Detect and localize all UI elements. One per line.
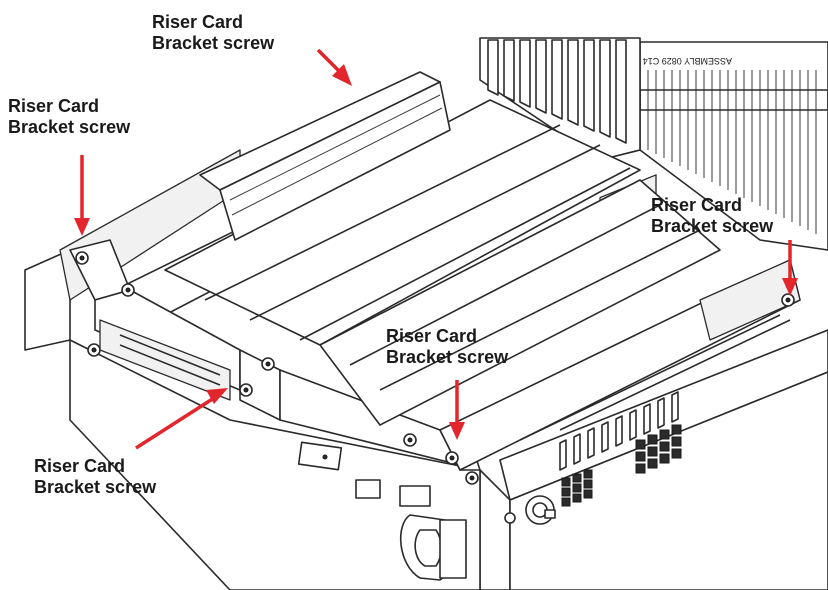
screw-center [125,287,131,293]
screw-center [449,455,455,461]
heatsink: ASSEMBLY 0829 C14 [639,41,828,251]
io-port [635,463,646,474]
screw-center [243,387,249,393]
vent-slot [615,415,623,447]
memory-slot [519,39,531,108]
io-port [583,489,593,499]
memory-slot [487,39,499,96]
io-port [671,424,682,435]
arrow-bottom-left [135,388,228,450]
io-port [635,439,646,450]
screw-center [265,361,271,367]
screw-center [79,255,85,261]
vent-slot [601,421,609,453]
io-port [561,487,571,497]
label-line2: Bracket screw [8,117,131,137]
vent-slot [657,397,665,429]
arrow-top-center [316,48,352,86]
label-bottom-center: Riser Card Bracket screw [386,326,508,368]
label-line1: Riser Card [34,456,126,476]
arrow-right [782,240,798,296]
io-port [583,469,593,479]
vent-slot [643,403,651,435]
label-line2: Bracket screw [386,347,509,367]
io-port [583,479,593,489]
label-line2: Bracket screw [152,33,275,53]
io-port [572,493,582,503]
memory-slot [535,39,547,114]
memory-slot [551,39,563,120]
label-line2: Bracket screw [651,216,774,236]
io-port [647,446,658,457]
label-line1: Riser Card [651,195,743,215]
vent-slot [559,439,567,471]
io-port [659,429,670,440]
io-port [647,434,658,445]
chassis-handle [399,514,467,581]
vent-slot [573,433,581,465]
screw-center [469,475,475,481]
io-port [659,441,670,452]
memory-slot [599,39,611,138]
io-port [671,436,682,447]
label-line1: Riser Card [386,326,478,346]
arrow-left [74,155,90,236]
io-port [671,448,682,459]
io-port [572,483,582,493]
memory-slot [583,39,595,132]
label-left: Riser Card Bracket screw [8,96,130,138]
label-line1: Riser Card [152,12,244,32]
vent-slot [629,409,637,441]
vent-slot [671,391,679,423]
label-line2: Bracket screw [34,477,157,497]
chip-marking: ASSEMBLY 0829 C14 [643,56,732,66]
io-port [647,458,658,469]
io-port [561,497,571,507]
io-port [561,477,571,487]
memory-slot [567,39,579,126]
arrow-bottom-center [449,380,465,440]
label-top-center: Riser Card Bracket screw [152,12,274,54]
label-line1: Riser Card [8,96,100,116]
label-bottom-left: Riser Card Bracket screw [34,456,156,498]
screw-center [91,347,97,353]
io-port [572,473,582,483]
label-right: Riser Card Bracket screw [651,195,773,237]
memory-slot [503,39,515,102]
io-port [635,451,646,462]
riser-cage [69,71,801,485]
screw-center [407,437,413,443]
io-port [659,453,670,464]
memory-slot [615,39,627,144]
screw-center [785,297,791,303]
vent-slot [587,427,595,459]
memory-slots [479,37,641,161]
